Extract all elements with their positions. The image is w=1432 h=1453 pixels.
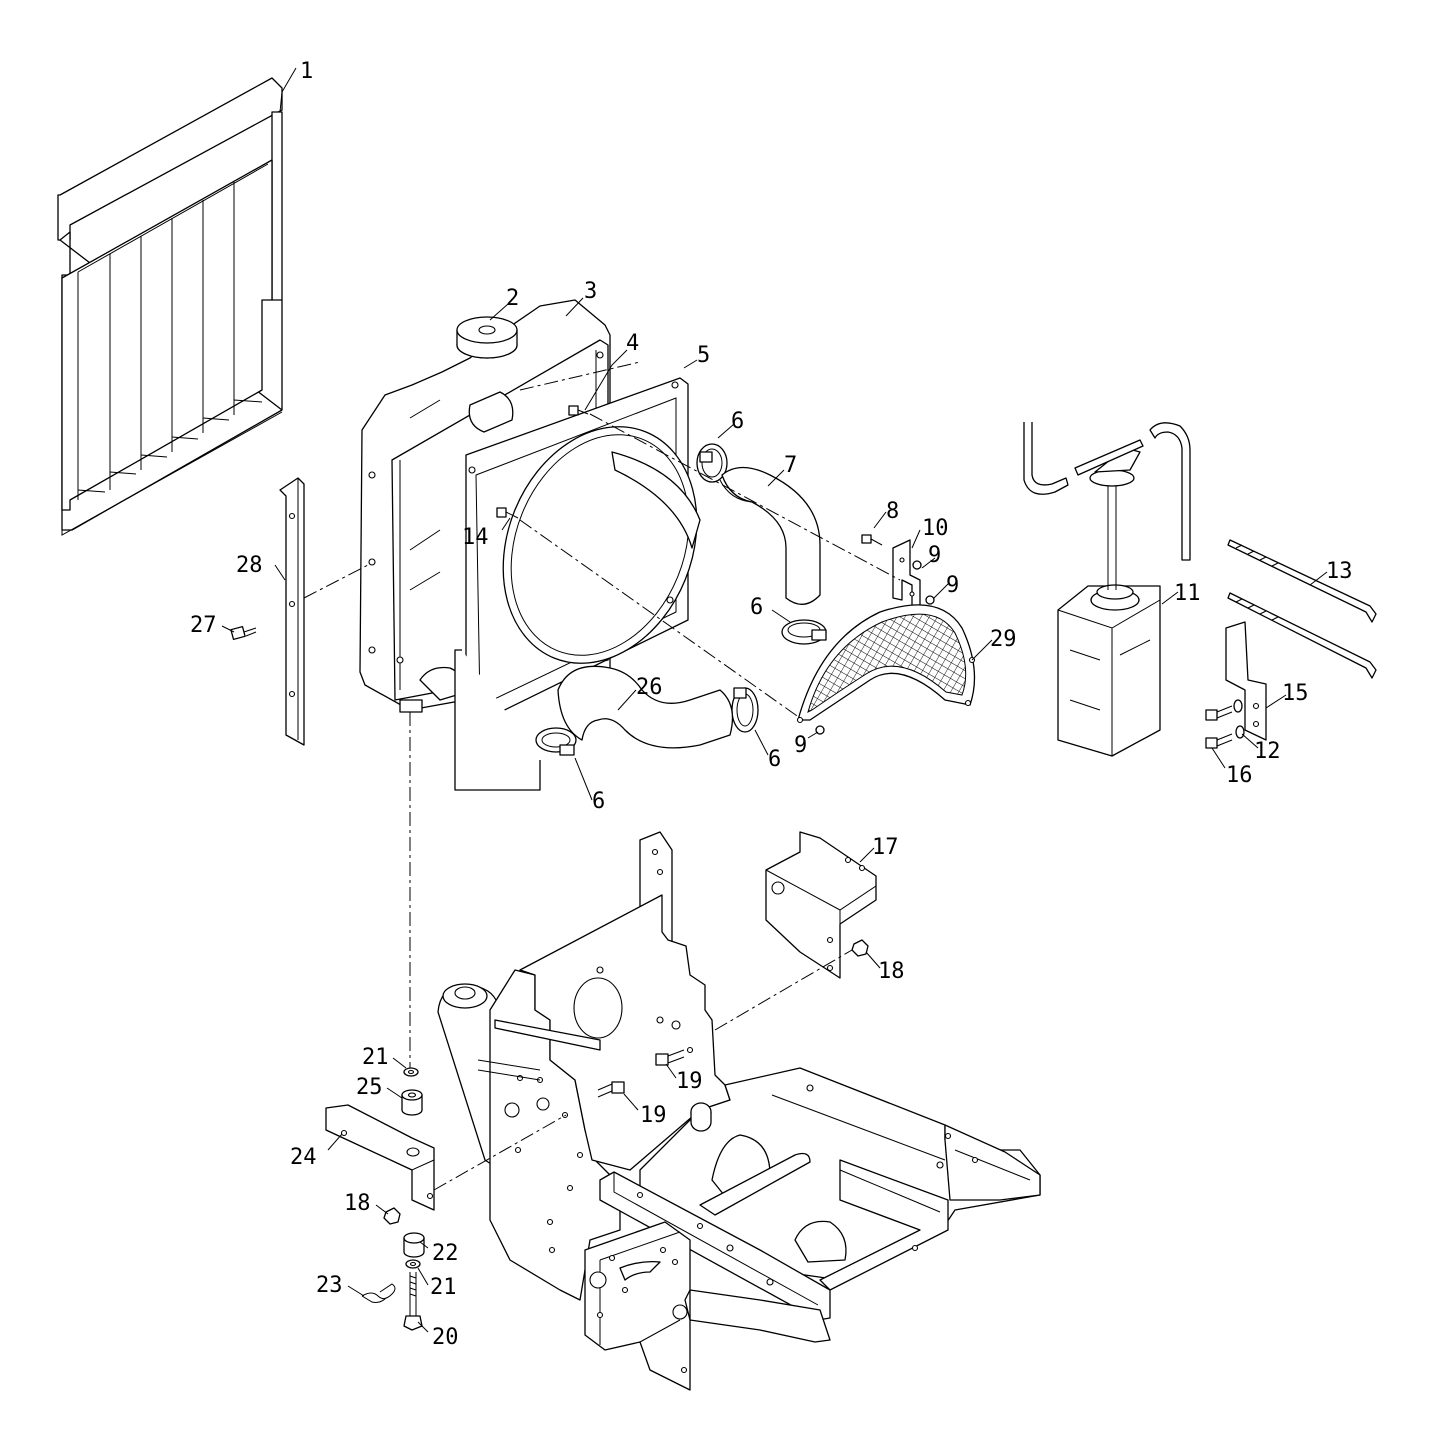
callout-18-upper: 18 — [878, 959, 905, 984]
callout-6-lower: 6 — [592, 789, 605, 814]
hairpin-clip-23 — [361, 1283, 396, 1303]
callout-9-middle: 9 — [946, 573, 959, 598]
callout-24: 24 — [290, 1145, 317, 1170]
callout-21-lower: 21 — [430, 1275, 457, 1300]
spacer-22 — [403, 1232, 425, 1258]
cable-tie-upper — [1227, 539, 1377, 623]
callout-10: 10 — [922, 516, 949, 541]
fan-shroud — [454, 377, 701, 791]
hose-clamp-right — [731, 687, 759, 733]
callout-labels: 1 2 3 4 5 6 6 6 6 7 8 9 9 9 10 11 12 13 … — [190, 59, 1353, 1350]
callout-12: 12 — [1254, 739, 1281, 764]
upper-radiator-hose — [719, 466, 821, 605]
callout-4: 4 — [626, 331, 639, 356]
callout-6-upper: 6 — [731, 409, 744, 434]
callout-7: 7 — [784, 453, 797, 478]
callout-2: 2 — [506, 286, 519, 311]
callout-6-right: 6 — [768, 747, 781, 772]
callout-27: 27 — [190, 613, 217, 638]
grille — [57, 77, 283, 536]
nut-9-middle — [925, 595, 935, 605]
lower-radiator-hose — [557, 665, 734, 749]
washer-21-upper — [403, 1067, 419, 1077]
callout-17: 17 — [872, 835, 899, 860]
bolt-20 — [403, 1272, 423, 1331]
callout-8: 8 — [886, 499, 899, 524]
callout-6-middle: 6 — [750, 595, 763, 620]
bolt-19-lower — [597, 1081, 625, 1098]
hose-clamp-lower — [535, 727, 577, 756]
nut-9-upper — [912, 560, 922, 570]
hose-clamp-upper — [696, 443, 728, 483]
callout-3: 3 — [584, 279, 597, 304]
callout-21-upper: 21 — [362, 1045, 389, 1070]
cable-tie-lower — [1227, 592, 1377, 679]
callout-5: 5 — [697, 343, 710, 368]
bolt-19-upper — [655, 1049, 685, 1066]
callout-19-upper: 19 — [676, 1069, 703, 1094]
screw-8 — [861, 534, 883, 546]
callout-26: 26 — [636, 675, 663, 700]
callout-14: 14 — [462, 525, 489, 550]
callout-29: 29 — [990, 627, 1017, 652]
callout-15: 15 — [1282, 681, 1309, 706]
hose-clamp-middle — [781, 619, 827, 645]
nut-18-lower — [383, 1207, 401, 1225]
callout-28: 28 — [236, 553, 263, 578]
callout-18-lower: 18 — [344, 1191, 371, 1216]
radiator-cap — [456, 316, 518, 359]
coolant-reservoir — [1023, 422, 1191, 757]
washer-21-lower — [405, 1259, 421, 1269]
callout-16: 16 — [1226, 763, 1253, 788]
screw-14 — [496, 507, 519, 519]
leader-lines — [221, 67, 1328, 1333]
callout-19-lower: 19 — [640, 1103, 667, 1128]
callout-11: 11 — [1174, 581, 1201, 606]
callout-9-lower: 9 — [794, 733, 807, 758]
fan-mesh-guard — [796, 604, 976, 724]
alignment-lines — [303, 361, 901, 1191]
callout-20: 20 — [432, 1325, 459, 1350]
reservoir-bracket — [1225, 621, 1267, 741]
callout-13: 13 — [1326, 559, 1353, 584]
side-bracket-strip — [279, 477, 305, 746]
callout-22: 22 — [432, 1241, 459, 1266]
bolt-16-lower — [1205, 733, 1233, 749]
bolt-16-upper — [1205, 705, 1233, 721]
mounting-bracket-24 — [325, 1104, 435, 1211]
main-frame — [437, 831, 1041, 1391]
callout-25: 25 — [356, 1075, 383, 1100]
spacer-25 — [401, 1089, 423, 1116]
callout-1: 1 — [300, 59, 313, 84]
callout-9-upper: 9 — [928, 543, 941, 568]
screw-4 — [568, 405, 589, 416]
washer-12 — [1233, 699, 1245, 739]
mounting-bracket-17 — [765, 831, 877, 979]
callout-23: 23 — [316, 1273, 343, 1298]
nut-18-upper — [851, 939, 869, 957]
bolt-27 — [230, 625, 257, 641]
bracket-10 — [892, 539, 921, 609]
